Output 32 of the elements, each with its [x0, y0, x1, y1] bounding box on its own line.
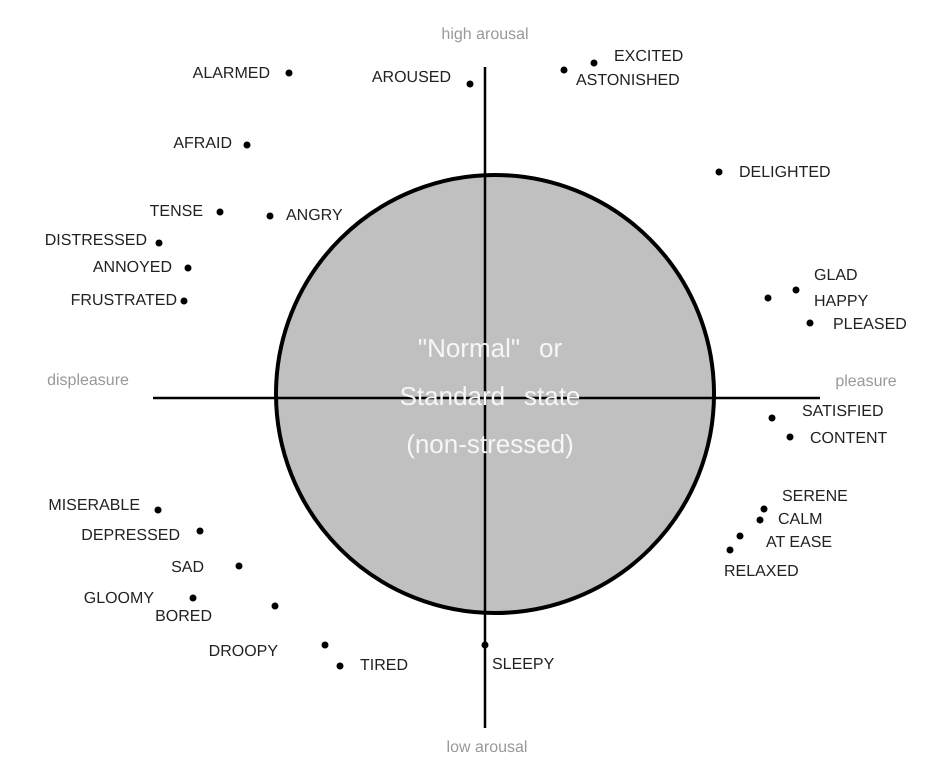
emotion-label: ANGRY — [286, 208, 343, 224]
emotion-label: ALARMED — [192, 66, 270, 82]
emotion-label: GLOOMY — [84, 591, 154, 607]
emotion-label: SLEEPY — [492, 657, 554, 673]
emotion-label: AROUSED — [372, 70, 451, 86]
emotion-label: GLAD — [814, 268, 858, 284]
emotion-label: MISERABLE — [48, 498, 140, 514]
emotion-label: CONTENT — [810, 431, 888, 447]
emotion-label: ANNOYED — [92, 260, 172, 276]
emotion-label: AFRAID — [173, 136, 232, 152]
emotion-label: EXCITED — [614, 49, 684, 65]
axis-label: low arousal — [446, 740, 528, 756]
emotion-label: HAPPY — [814, 294, 868, 310]
emotion-label: SATISFIED — [802, 404, 884, 420]
axis-label: pleasure — [835, 374, 897, 390]
emotion-label: DEPRESSED — [81, 528, 180, 544]
axis-label: high arousal — [441, 27, 529, 43]
emotion-label: DELIGHTED — [739, 165, 831, 181]
axis-label: displeasure — [47, 373, 129, 389]
emotion-label: RELAXED — [724, 564, 799, 580]
emotion-label: AT EASE — [766, 535, 832, 551]
emotion-label: PLEASED — [833, 317, 907, 333]
emotion-label: DISTRESSED — [44, 233, 147, 249]
emotion-label: SERENE — [782, 489, 848, 505]
emotion-label: DROOPY — [208, 644, 278, 660]
emotion-label: BORED — [155, 609, 212, 625]
emotion-label: TIRED — [360, 658, 408, 674]
emotion-label: FRUSTRATED — [70, 293, 177, 309]
emotion-label: ASTONISHED — [576, 73, 680, 89]
emotion-label: SAD — [171, 560, 204, 576]
emotion-label: CALM — [778, 512, 822, 528]
emotion-label: TENSE — [150, 204, 203, 220]
